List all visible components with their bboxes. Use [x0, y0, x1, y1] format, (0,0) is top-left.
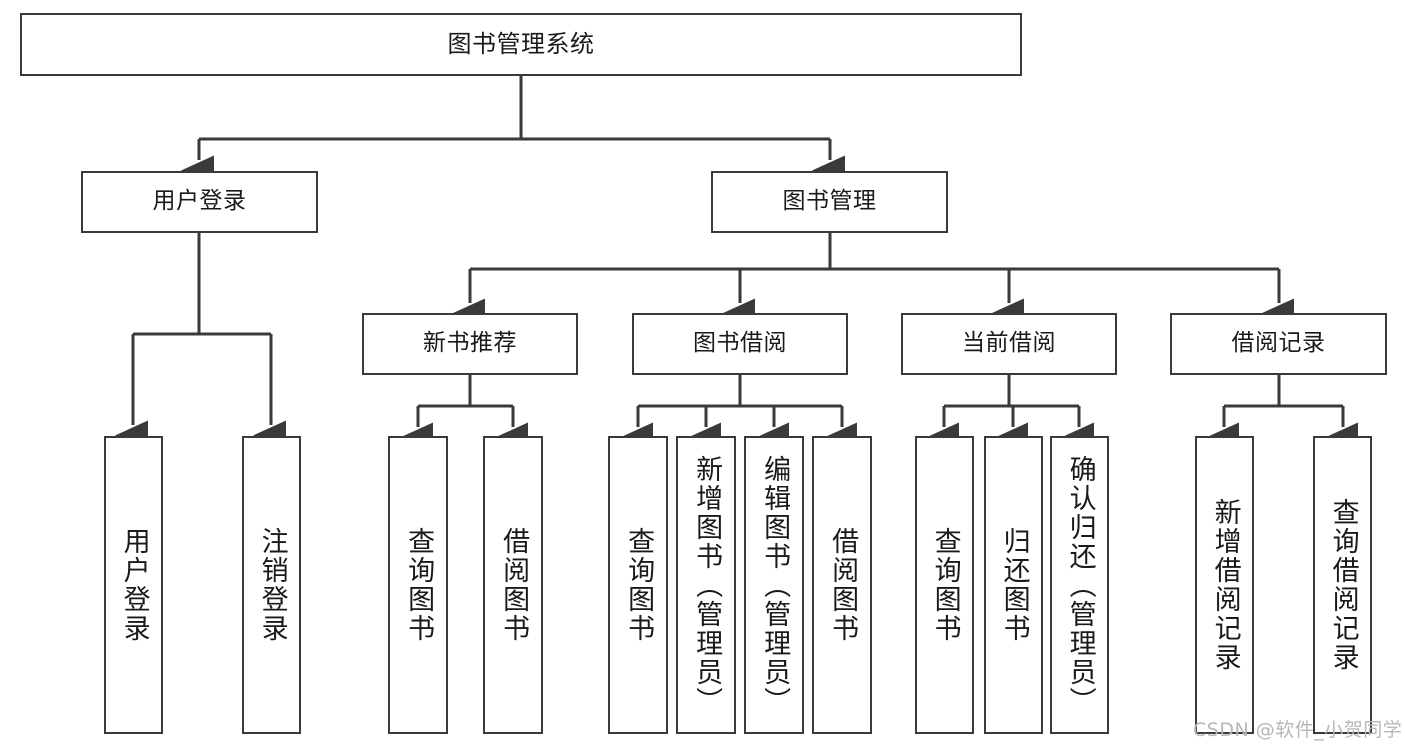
- node-book-management-label: 图书管理: [782, 188, 877, 215]
- node-user-login[interactable]: 用户登录: [81, 171, 318, 233]
- node-book-management[interactable]: 图书管理: [711, 171, 948, 233]
- node-new-book-recommend-label: 新书推荐: [423, 330, 517, 357]
- node-leaf-edit-book-label: 编辑图书（管理员）: [759, 454, 791, 716]
- node-leaf-query-book-3-label: 查询图书: [929, 527, 961, 643]
- node-book-borrow[interactable]: 图书借阅: [632, 313, 848, 375]
- node-borrow-record[interactable]: 借阅记录: [1170, 313, 1387, 375]
- node-leaf-return-book-label: 归还图书: [998, 527, 1030, 643]
- node-leaf-borrow-book-2-label: 借阅图书: [827, 527, 859, 643]
- node-leaf-edit-book[interactable]: 编辑图书（管理员）: [744, 436, 804, 734]
- node-leaf-borrow-book-1[interactable]: 借阅图书: [483, 436, 543, 734]
- node-leaf-add-borrow-record-label: 新增借阅记录: [1209, 498, 1241, 672]
- node-leaf-user-login-label: 用户登录: [118, 527, 150, 643]
- node-leaf-query-book-1-label: 查询图书: [403, 527, 435, 643]
- node-leaf-query-book-2-label: 查询图书: [623, 527, 655, 643]
- node-leaf-return-book[interactable]: 归还图书: [984, 436, 1043, 734]
- node-user-login-label: 用户登录: [152, 188, 247, 215]
- node-leaf-logout-label: 注销登录: [256, 527, 288, 643]
- node-leaf-logout[interactable]: 注销登录: [242, 436, 301, 734]
- node-leaf-add-book-label: 新增图书（管理员）: [691, 454, 723, 716]
- node-leaf-query-borrow-record-label: 查询借阅记录: [1327, 498, 1359, 672]
- node-current-borrow[interactable]: 当前借阅: [901, 313, 1117, 375]
- node-leaf-add-book[interactable]: 新增图书（管理员）: [676, 436, 736, 734]
- node-leaf-add-borrow-record[interactable]: 新增借阅记录: [1195, 436, 1254, 734]
- node-new-book-recommend[interactable]: 新书推荐: [362, 313, 578, 375]
- node-book-borrow-label: 图书借阅: [693, 330, 787, 357]
- node-leaf-confirm-return[interactable]: 确认归还（管理员）: [1050, 436, 1109, 734]
- node-current-borrow-label: 当前借阅: [962, 330, 1056, 357]
- node-leaf-confirm-return-label: 确认归还（管理员）: [1064, 454, 1096, 716]
- node-root-label: 图书管理系统: [447, 30, 595, 59]
- node-leaf-query-book-1[interactable]: 查询图书: [388, 436, 448, 734]
- node-leaf-user-login[interactable]: 用户登录: [104, 436, 163, 734]
- node-root[interactable]: 图书管理系统: [20, 13, 1022, 76]
- node-leaf-query-book-3[interactable]: 查询图书: [915, 436, 974, 734]
- node-borrow-record-label: 借阅记录: [1231, 330, 1326, 357]
- node-leaf-borrow-book-2[interactable]: 借阅图书: [812, 436, 872, 734]
- node-leaf-query-borrow-record[interactable]: 查询借阅记录: [1313, 436, 1372, 734]
- node-leaf-borrow-book-1-label: 借阅图书: [498, 527, 530, 643]
- node-leaf-query-book-2[interactable]: 查询图书: [608, 436, 668, 734]
